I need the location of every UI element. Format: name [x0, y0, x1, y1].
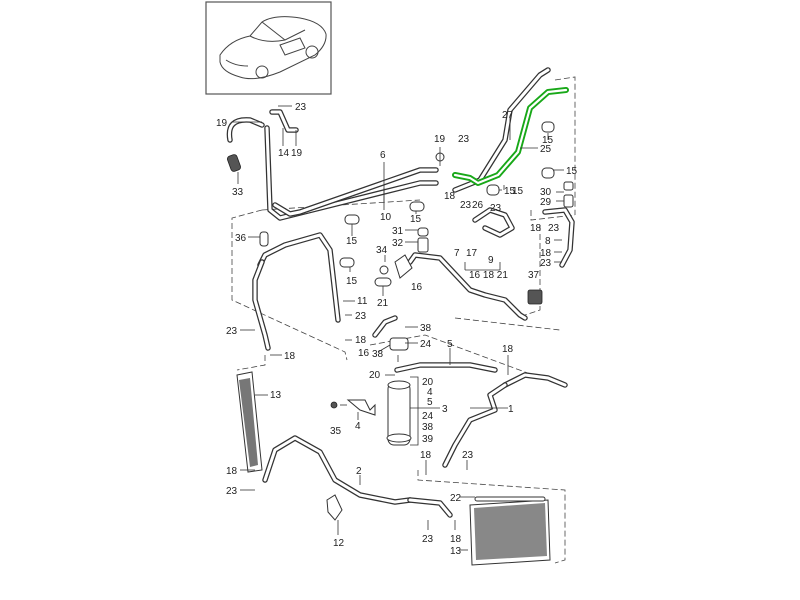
part-label[interactable]: 38 — [422, 422, 434, 433]
part-label[interactable]: 17 — [466, 248, 478, 259]
part-label[interactable]: 29 — [540, 197, 552, 208]
part-label[interactable]: 25 — [540, 144, 552, 155]
part-label[interactable]: 15 — [410, 214, 422, 225]
part-label[interactable]: 18 — [226, 466, 238, 477]
part-label[interactable]: 23 — [226, 486, 238, 497]
part-label[interactable]: 6 — [380, 150, 386, 161]
part-label[interactable]: 23 — [295, 102, 307, 113]
part-label[interactable]: 5 — [447, 339, 453, 350]
part-label[interactable]: 15 — [566, 166, 578, 177]
part-label[interactable]: 10 — [380, 212, 392, 223]
part-label[interactable]: 26 — [472, 200, 484, 211]
part-label[interactable]: 19 — [216, 118, 228, 129]
part-label[interactable]: 11 — [357, 296, 368, 307]
part-label[interactable]: 36 — [235, 233, 247, 244]
part-label[interactable]: 15 — [512, 186, 524, 197]
part-label[interactable]: 4 — [355, 421, 361, 432]
part-label[interactable]: 5 — [427, 397, 433, 408]
part-label[interactable]: 35 — [330, 426, 342, 437]
part-label[interactable]: 18 — [530, 223, 542, 234]
part-label[interactable]: 9 — [488, 255, 494, 266]
part-label[interactable]: 21 — [377, 298, 389, 309]
part-label[interactable]: 30 — [540, 187, 552, 198]
part-label[interactable]: 18 — [444, 191, 456, 202]
part-label[interactable]: 34 — [376, 245, 388, 256]
part-label[interactable]: 12 — [333, 538, 345, 549]
highlighted-pipe-25[interactable] — [452, 87, 569, 186]
car-thumbnail[interactable] — [205, 1, 332, 95]
part-label[interactable]: 19 — [434, 134, 446, 145]
part-label[interactable]: 24 — [420, 339, 432, 350]
part-label[interactable]: 24 — [422, 411, 434, 422]
assembly-boundaries — [231, 76, 576, 564]
part-label[interactable]: 2 — [356, 466, 362, 477]
part-label[interactable]: 23 — [548, 223, 560, 234]
leader-lines — [232, 105, 564, 551]
part-label[interactable]: 23 — [540, 258, 552, 269]
part-label[interactable]: 18 — [540, 248, 552, 259]
part-label[interactable]: 20 — [369, 370, 381, 381]
part-label[interactable]: 16 18 21 — [469, 270, 508, 281]
part-label[interactable]: 15 — [542, 135, 554, 146]
part-label[interactable]: 31 — [392, 226, 404, 237]
part-label[interactable]: 23 — [422, 534, 434, 545]
part-label[interactable]: 16 — [411, 282, 423, 293]
part-label[interactable]: 20 — [422, 377, 434, 388]
part-label[interactable]: 23 — [462, 450, 474, 461]
part-label[interactable]: 18 — [355, 335, 367, 346]
part-label[interactable]: 37 — [528, 270, 540, 281]
part-label[interactable]: 15 — [346, 276, 358, 287]
part-label[interactable]: 3 — [442, 404, 448, 415]
car-thumbnail-icon — [219, 16, 327, 80]
part-label[interactable]: 19 — [291, 148, 303, 159]
part-label[interactable]: 18 — [284, 351, 296, 362]
part-label[interactable]: 8 — [545, 236, 551, 247]
part-label[interactable]: 38 — [372, 349, 384, 360]
part-label[interactable]: 38 — [420, 323, 432, 334]
components — [227, 121, 574, 566]
part-label[interactable]: 4 — [427, 387, 433, 398]
part-label[interactable]: 18 — [502, 344, 514, 355]
part-label[interactable]: 22 — [450, 493, 462, 504]
part-label[interactable]: 13 — [270, 390, 282, 401]
part-label[interactable]: 14 — [278, 148, 290, 159]
part-label[interactable]: 1 — [508, 404, 514, 415]
part-label[interactable]: 15 — [346, 236, 358, 247]
part-labels: 23 19 14 19 33 6 10 15 15 19 23 18 23 27… — [216, 102, 578, 557]
part-label[interactable]: 23 — [460, 200, 472, 211]
part-label[interactable]: 23 — [226, 326, 238, 337]
part-label[interactable]: 16 — [358, 348, 370, 359]
part-label[interactable]: 33 — [232, 187, 244, 198]
part-label[interactable]: 18 — [420, 450, 432, 461]
part-label[interactable]: 18 — [450, 534, 462, 545]
part-label[interactable]: 13 — [450, 546, 462, 557]
part-label[interactable]: 32 — [392, 238, 404, 249]
part-label[interactable]: 23 — [458, 134, 470, 145]
part-label[interactable]: 15 — [504, 186, 516, 197]
part-label[interactable]: 39 — [422, 434, 434, 445]
part-label[interactable]: 27 — [502, 110, 514, 121]
part-label[interactable]: 7 — [454, 248, 460, 259]
part-label[interactable]: 23 — [490, 203, 502, 214]
part-label[interactable]: 23 — [355, 311, 367, 322]
